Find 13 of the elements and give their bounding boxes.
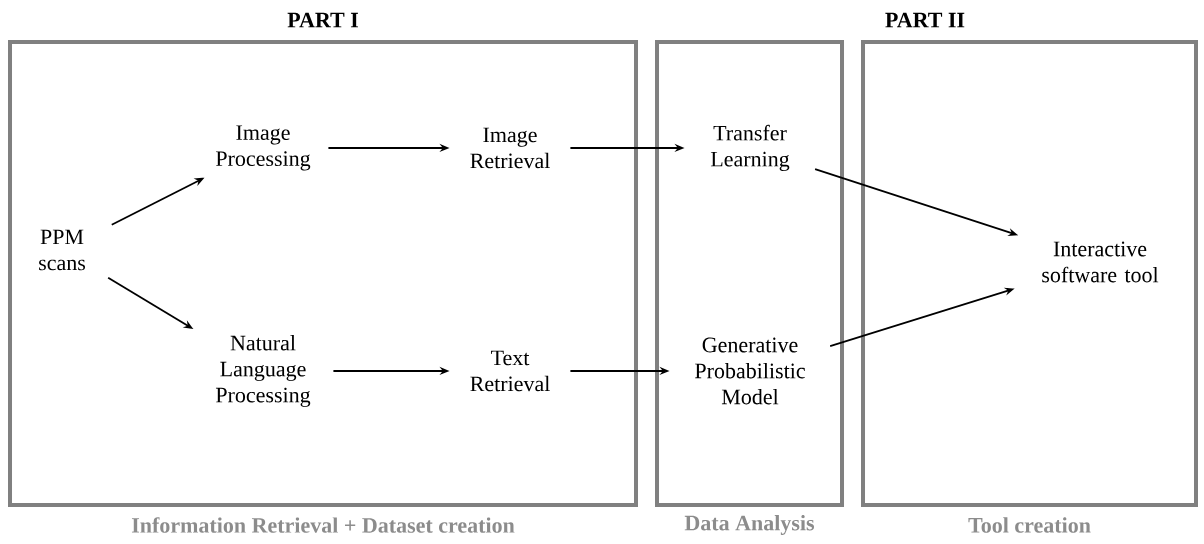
step-label: Text Retrieval [470, 350, 550, 392]
stage-caption: Tool creation [968, 517, 1091, 533]
part-heading: PART I [287, 12, 358, 28]
stage-caption: Information Retrieval + Dataset creation [131, 517, 515, 533]
step-label: Image Processing [215, 125, 311, 171]
part-heading: PART II [885, 12, 965, 28]
step-label: Image Retrieval [470, 127, 550, 169]
step-label: Transfer Learning [710, 124, 790, 172]
step-label: Generative Probabilistic Model [695, 337, 805, 405]
step-label: Natural Language Processing [215, 335, 311, 407]
step-label: Interactive software tool [1042, 241, 1159, 283]
step-label: PPM scans [39, 229, 85, 271]
stage-caption: Data Analysis [684, 515, 815, 535]
